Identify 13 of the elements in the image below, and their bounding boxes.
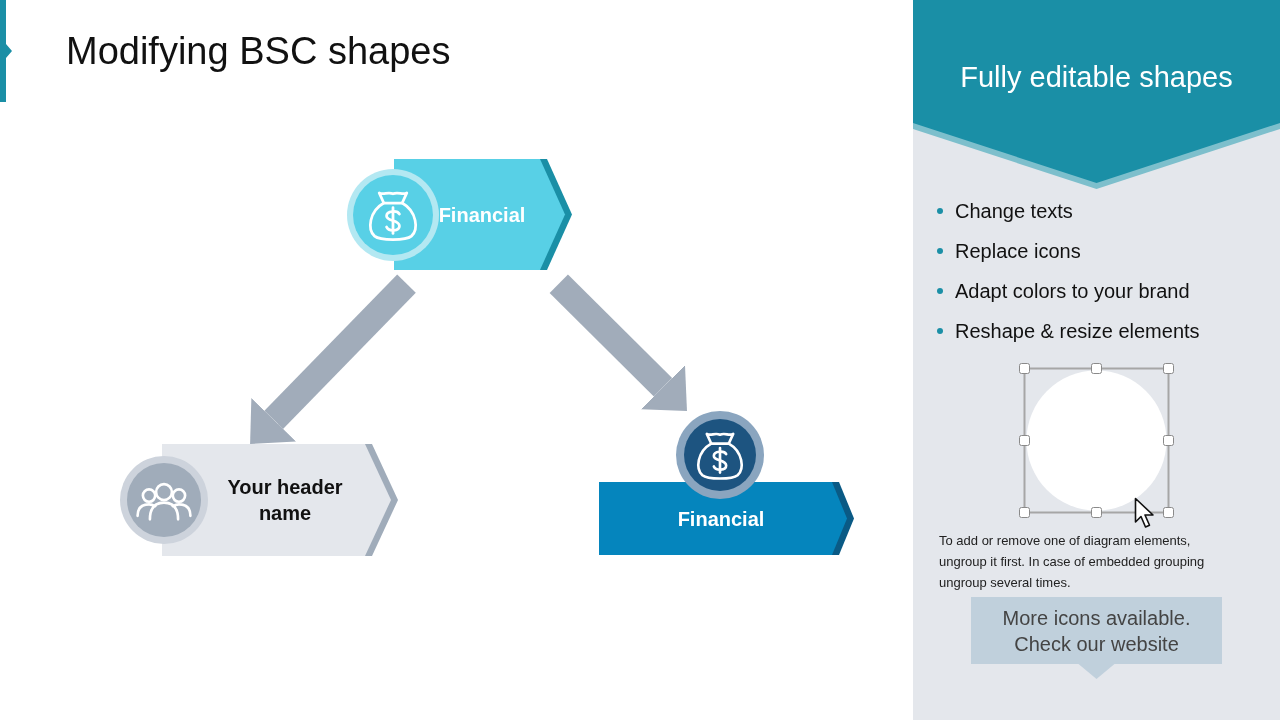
- banner-title: Fully editable shapes: [959, 60, 1234, 95]
- arrow: [250, 274, 416, 444]
- callout-text: More icons available. Check our website: [1002, 605, 1191, 657]
- header-text: Your header name: [226, 475, 344, 526]
- bullet-text: Replace icons: [955, 239, 1081, 263]
- header-text: Financial: [438, 202, 526, 228]
- slide-title: Modifying BSC shapes: [66, 29, 451, 74]
- bullet-text: Reshape & resize elements: [955, 319, 1200, 343]
- arrow: [549, 274, 687, 411]
- bullet-text: Change texts: [955, 199, 1073, 223]
- header-text: Financial: [677, 506, 765, 532]
- bullet-text: Adapt colors to your brand: [955, 279, 1190, 303]
- note-text: To add or remove one of diagram elements, ungroup it first. In case of embedded grouping ungroup several times.: [939, 532, 1206, 592]
